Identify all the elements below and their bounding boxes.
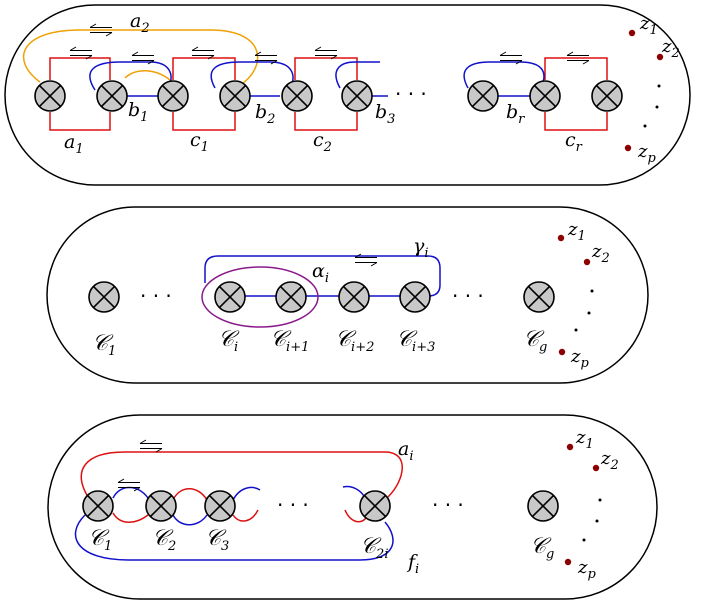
curve-a1 — [49, 57, 111, 131]
label-z2: z2 — [661, 36, 680, 61]
curve-fi — [74, 485, 394, 561]
label-C2i: 𝒞2i — [360, 534, 388, 562]
punctures-3 — [564, 443, 600, 566]
label-br: br — [506, 101, 525, 127]
punctures-2 — [557, 234, 591, 356]
label-b2: b2 — [255, 101, 275, 127]
crosscap — [467, 80, 499, 112]
labels-1: a2 a1 b1 b2 b3 br c1 c2 cr z1 z2 zp — [64, 10, 680, 166]
crosscap — [219, 80, 251, 112]
crosscaps-1 — [34, 80, 623, 112]
ellipsis-right: · · · — [432, 493, 464, 517]
label-Ci3: 𝒞i+3 — [396, 327, 435, 355]
label-ai: ai — [398, 438, 414, 464]
crosscap — [34, 80, 66, 112]
label-C1: 𝒞1 — [88, 526, 112, 554]
label-Ci1: 𝒞i+1 — [270, 327, 309, 355]
curve-ai — [80, 451, 403, 523]
curve-alpha — [201, 266, 319, 328]
panel-3: · · · · · · ai fi 𝒞1 𝒞2 𝒞3 𝒞2i 𝒞g z1 z2 … — [47, 414, 658, 600]
curve-a2 — [22, 29, 259, 86]
surface-boundary-3 — [47, 414, 658, 600]
label-z2: z2 — [600, 448, 619, 473]
label-b3: b3 — [375, 101, 395, 127]
labels-2: αi γi 𝒞1 𝒞i 𝒞i+1 𝒞i+2 𝒞i+3 𝒞g z1 z2 zp — [92, 219, 610, 371]
label-zp: zp — [637, 141, 656, 166]
label-Ci: 𝒞i — [218, 327, 240, 355]
puncture-dots-1 — [643, 84, 661, 128]
curve-c2 — [294, 57, 358, 131]
label-C1: 𝒞1 — [92, 331, 116, 359]
label-cr: cr — [565, 129, 583, 155]
crosscap — [341, 80, 373, 112]
panel-2: · · · · · · αi γi 𝒞1 𝒞i 𝒞i+1 𝒞i+2 𝒞i+3 𝒞… — [46, 206, 649, 384]
crosscap — [96, 80, 128, 112]
label-C3: 𝒞3 — [205, 526, 229, 554]
label-zp: zp — [577, 557, 596, 582]
label-zp: zp — [570, 346, 589, 371]
label-Cg: 𝒞g — [530, 534, 554, 562]
crosscap — [157, 80, 189, 112]
ellipsis-left: · · · — [277, 493, 309, 517]
label-a1: a1 — [64, 131, 84, 157]
label-a2: a2 — [130, 10, 150, 36]
curve-cr — [544, 57, 608, 131]
crosscap — [281, 80, 313, 112]
label-Cg: 𝒞g — [523, 327, 547, 355]
crosscaps-3 — [82, 490, 559, 522]
label-alpha: αi — [312, 260, 329, 286]
label-gamma: γi — [413, 235, 429, 261]
label-C2: 𝒞2 — [152, 526, 176, 554]
panel-1: · · · a2 a1 b1 b2 b3 br c1 c2 cr z1 z2 z… — [4, 4, 691, 186]
punctures-1 — [624, 29, 664, 152]
label-z1: z1 — [639, 13, 658, 38]
crosscap — [591, 80, 623, 112]
label-b1: b1 — [128, 99, 148, 125]
ellipsis-right: · · · — [452, 284, 484, 308]
label-z2: z2 — [591, 241, 610, 266]
label-c1: c1 — [190, 129, 209, 155]
label-z1: z1 — [575, 427, 594, 452]
red-curves — [49, 57, 608, 131]
puncture-dots-3 — [582, 498, 602, 542]
label-c2: c2 — [313, 129, 332, 155]
label-z1: z1 — [567, 219, 586, 244]
crosscap — [529, 80, 561, 112]
surface-boundary-2 — [46, 206, 649, 384]
ellipsis: · · · — [395, 82, 427, 106]
curve-gamma — [204, 255, 441, 297]
label-Ci2: 𝒞i+2 — [335, 327, 374, 355]
curve-c1 — [172, 57, 236, 131]
surface-boundary-1 — [4, 4, 691, 186]
puncture-dots-2 — [574, 289, 594, 332]
label-fi: fi — [406, 551, 419, 577]
arrow-ai — [139, 439, 163, 453]
ellipsis-left: · · · — [140, 284, 172, 308]
